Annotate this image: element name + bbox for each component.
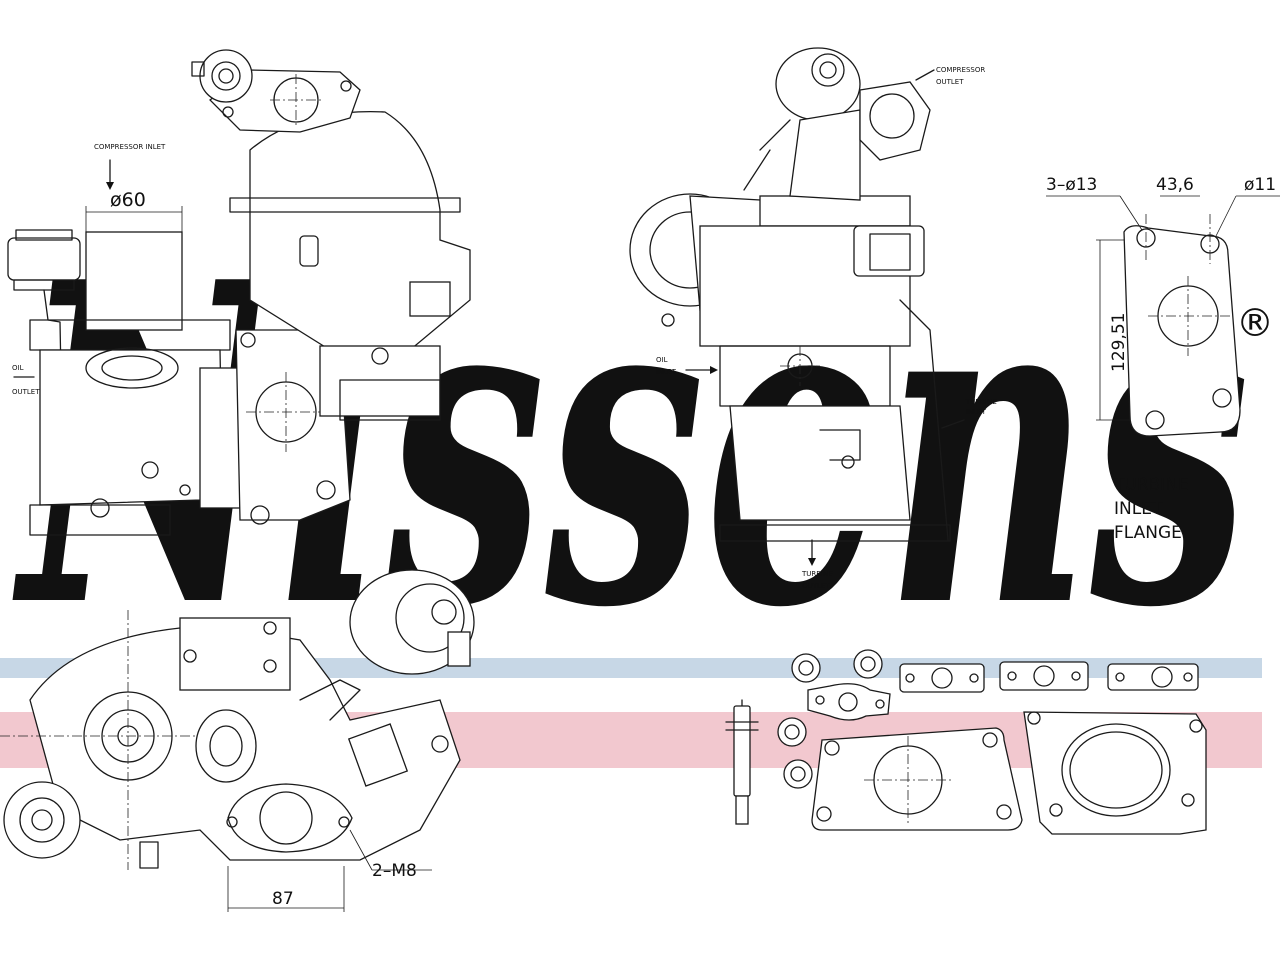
label-turbine-outlet-top: TURBINE — [801, 570, 833, 578]
label-compressor-outlet-bottom: OUTLET — [936, 78, 964, 86]
label-dim-43-6: 43,6 — [1156, 175, 1194, 195]
label-dim-87: 87 — [272, 889, 294, 909]
label-oil-inlet-bottom: INLET — [656, 368, 677, 376]
label-turbine-inlet-small-top: TURBINE — [965, 398, 997, 406]
label-oil-inlet-top: OIL — [656, 356, 668, 364]
gasket-kit — [725, 649, 1207, 835]
label-compressor-outlet-top: COMPRESSOR — [936, 66, 985, 74]
label-dim-2-m8: 2–M8 — [372, 861, 417, 881]
label-dia-11: ø11 — [1244, 175, 1276, 195]
label-turbine-inlet-small-bottom: INLET — [966, 408, 987, 416]
turbo-view-front: COMPRESSOR INLET ø60 OIL OUTLET — [7, 49, 471, 536]
label-dia-60: ø60 — [110, 189, 146, 211]
label-flange-line3: FLANGE — [1114, 523, 1182, 543]
turbo-view-top: 87 2–M8 — [0, 569, 475, 912]
label-oil-outlet-top: OIL — [12, 364, 24, 372]
label-flange-line1: TURBINE — [1113, 475, 1189, 495]
turbo-view-side: COMPRESSOR OUTLET OIL INLET TURBINE INLE… — [629, 47, 997, 590]
label-flange-line2: INLET — [1114, 499, 1163, 519]
registered-mark: ® — [1236, 301, 1274, 345]
label-turbine-outlet-bottom: OUTLET — [802, 582, 830, 590]
label-oil-outlet-bottom: OUTLET — [12, 388, 40, 396]
label-compressor-inlet: COMPRESSOR INLET — [94, 143, 166, 151]
label-holes-3x13: 3–ø13 — [1046, 175, 1097, 195]
turbine-inlet-flange-detail: 3–ø13 43,6 ø11 129,51 TURBINE INLET FLAN… — [1046, 175, 1280, 543]
label-dim-129-51: 129,51 — [1109, 313, 1129, 372]
